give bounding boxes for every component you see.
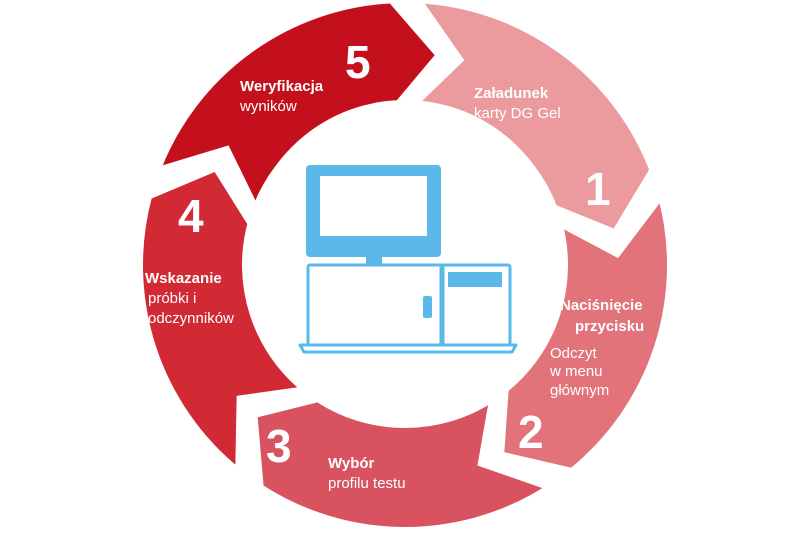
step-5-desc: wyników (239, 98, 297, 115)
step-4-title: Wskazanie (145, 270, 222, 287)
step-5-number: 5 (345, 36, 371, 88)
step-4-desc-line2: odczynników (148, 310, 234, 327)
step-1-desc: karty DG Gel (474, 105, 561, 122)
step-5-title: Weryfikacja (240, 78, 324, 95)
step-1-title: Załadunek (474, 85, 549, 102)
step-1: Załadunek karty DG Gel 1 (474, 85, 611, 215)
step-3: 3 Wybór profilu testu (266, 420, 406, 492)
segment-step-2 (497, 189, 673, 475)
step-2-number: 2 (518, 406, 544, 458)
analyzer-device-icon (298, 165, 518, 354)
step-2: Naciśnięcie przycisku Odczyt w menu głów… (518, 297, 644, 458)
step-1-number: 1 (585, 163, 611, 215)
step-5: Weryfikacja wyników 5 (239, 36, 371, 115)
center-circle (245, 100, 565, 420)
step-3-title: Wybór (328, 455, 375, 472)
step-2-desc-line3: głównym (550, 382, 609, 399)
step-4: 4 Wskazanie próbki i odczynników (145, 190, 234, 327)
segment-step-3 (251, 392, 557, 533)
step-3-desc: profilu testu (328, 475, 406, 492)
cycle-segments (137, 0, 673, 533)
step-4-number: 4 (178, 190, 204, 242)
step-2-title-line1: Naciśnięcie (560, 297, 643, 314)
step-2-desc-line1: Odczyt (550, 345, 598, 362)
step-2-title-line2: przycisku (575, 318, 644, 335)
step-4-desc-line1: próbki i (148, 290, 196, 307)
segment-step-4 (137, 164, 312, 478)
step-3-number: 3 (266, 420, 292, 472)
step-2-desc-line2: w menu (549, 363, 603, 380)
